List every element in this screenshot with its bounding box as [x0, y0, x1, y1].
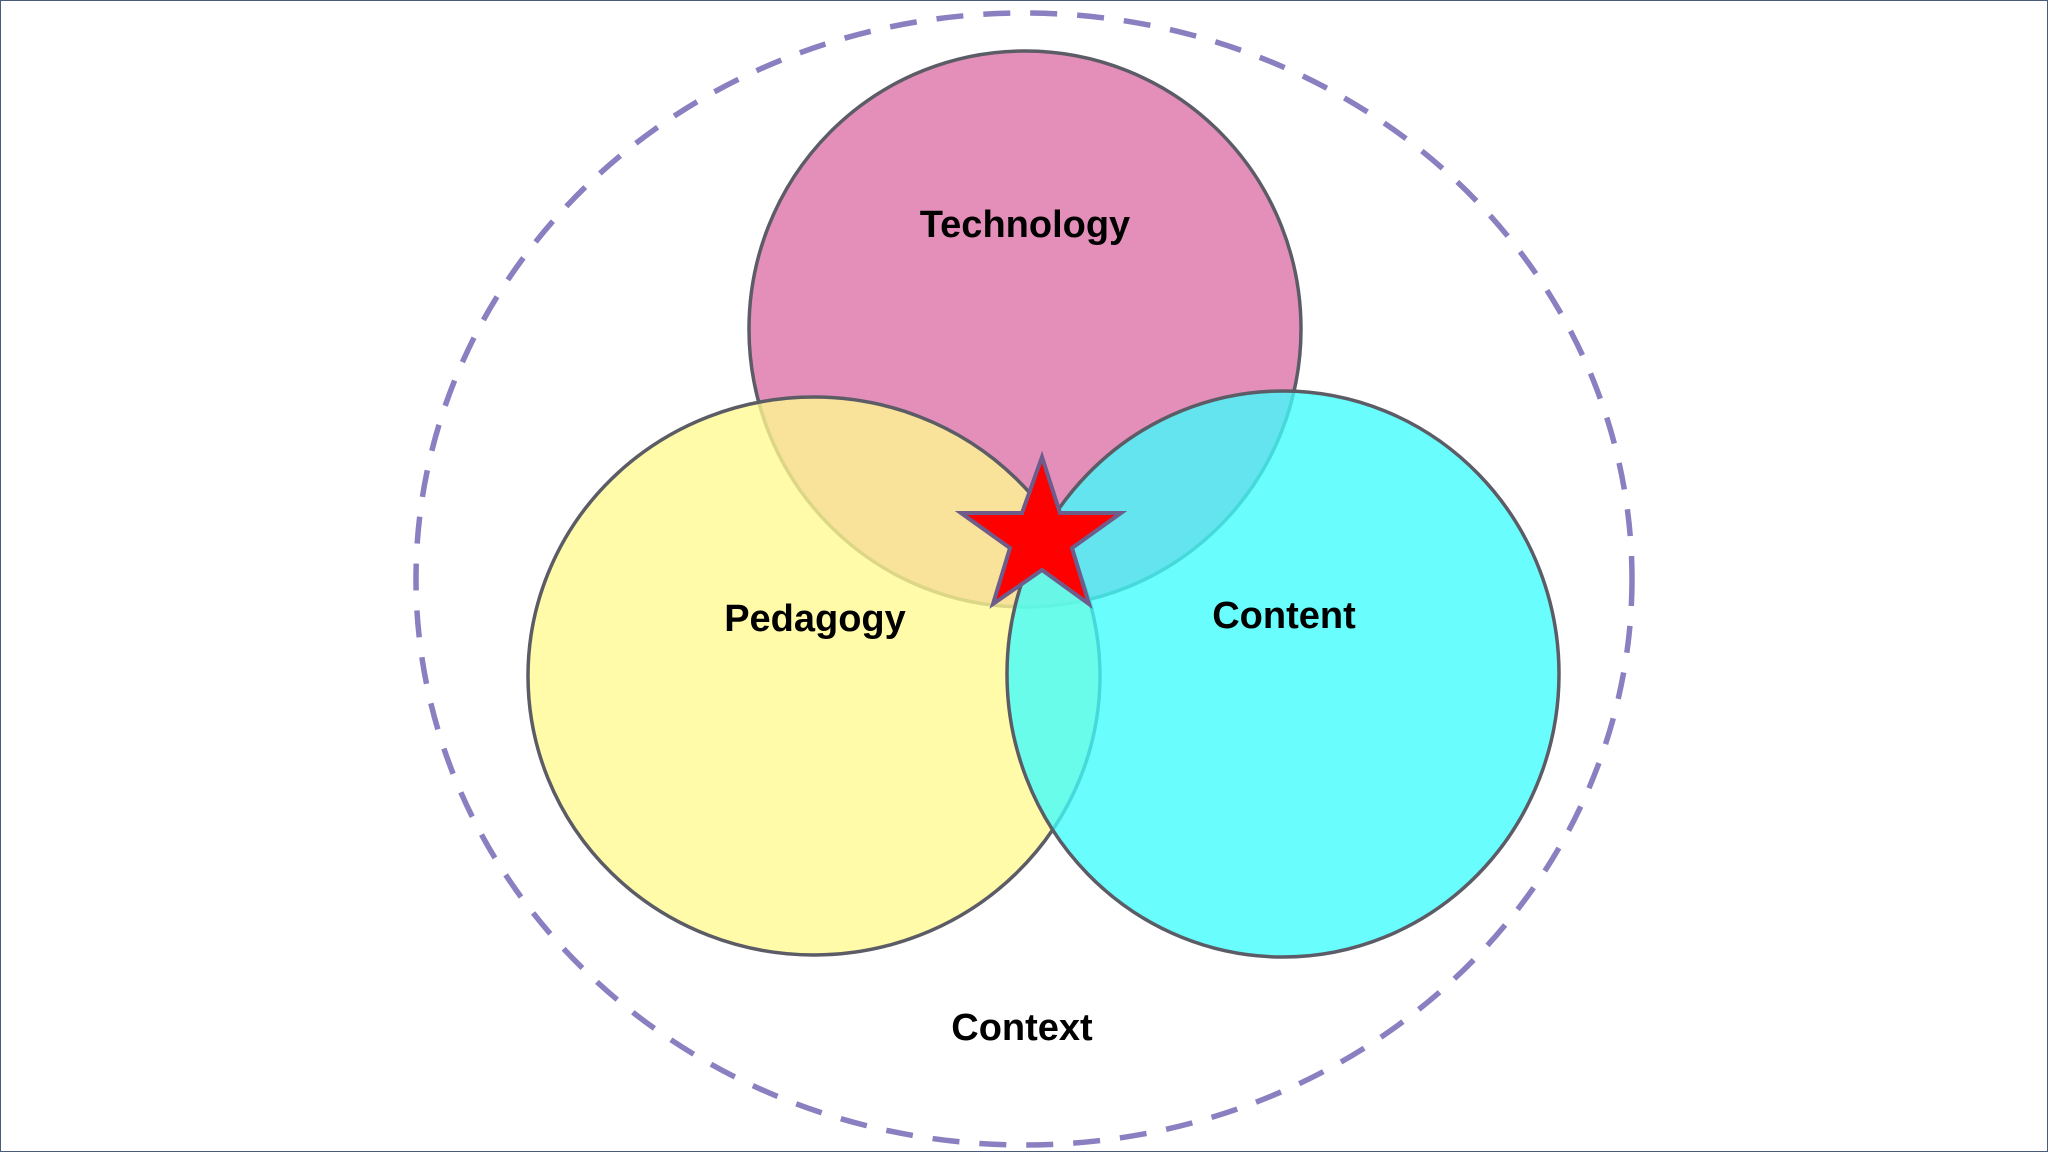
star-icon [954, 450, 1128, 610]
context-boundary [413, 10, 1635, 1148]
content-circle [1005, 389, 1561, 959]
context-label: Context [951, 1007, 1093, 1049]
technology-label: Technology [920, 204, 1130, 246]
pedagogy-label: Pedagogy [724, 598, 906, 640]
content-label: Content [1212, 595, 1356, 637]
